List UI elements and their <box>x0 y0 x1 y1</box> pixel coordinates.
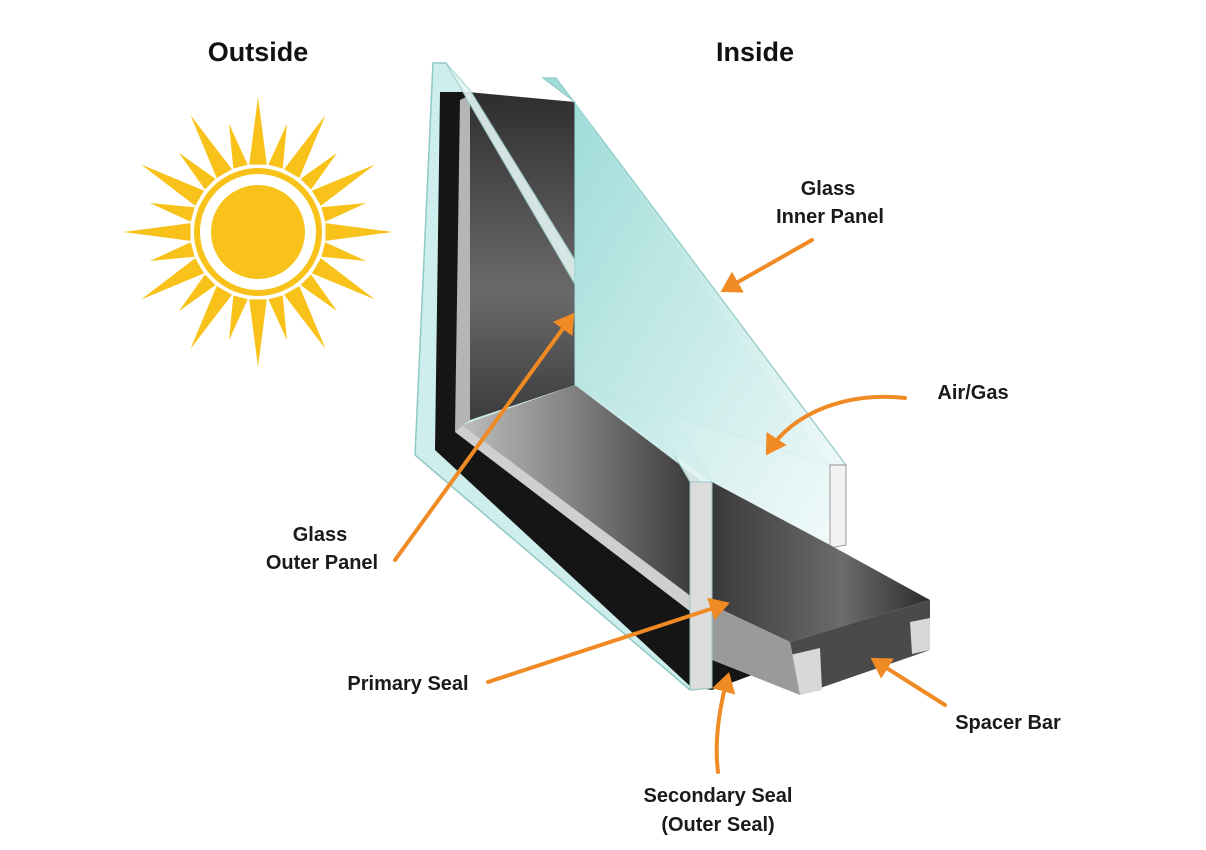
spacer-wall-edge <box>455 95 470 432</box>
spacer-floor <box>462 385 712 620</box>
sun-ray <box>149 203 195 222</box>
spacer-wall <box>462 92 575 425</box>
sun-ray <box>300 152 338 190</box>
spacer-bar-top <box>712 482 930 642</box>
sun-ray <box>325 223 393 241</box>
label-glass-outer-2: Outer Panel <box>266 552 378 574</box>
spacer-floor-edge <box>455 425 712 628</box>
label-glass-inner-2: Inner Panel <box>776 206 884 228</box>
sun-ray <box>190 285 232 349</box>
label-primary-seal: Primary Seal <box>347 673 468 695</box>
spacer-bar-end <box>790 600 930 695</box>
arrow-secondary-seal <box>712 672 736 774</box>
glass-outer-front-edge <box>689 481 713 691</box>
sun-ray <box>190 115 232 179</box>
inside-title: Inside <box>716 37 794 67</box>
label-spacer-bar: Spacer Bar <box>955 712 1061 734</box>
sun-ray <box>178 274 216 312</box>
sun-ray <box>229 123 248 169</box>
sun-ray <box>178 152 216 190</box>
sun-ray <box>249 97 267 165</box>
arrow-glass-inner <box>720 238 814 293</box>
label-glass-outer-1: Glass <box>293 524 347 546</box>
sun-ray <box>249 299 267 367</box>
arrow-primary-seal <box>486 597 730 684</box>
sun-icon <box>123 97 393 367</box>
sun-ray <box>284 285 326 349</box>
sun-ray <box>311 258 375 300</box>
label-secondary-seal-1: Secondary Seal <box>644 785 793 807</box>
label-air-gas: Air/Gas <box>937 382 1008 404</box>
sun-ray <box>300 274 338 312</box>
spacer-bar-foot-left <box>790 648 822 695</box>
sun-ray <box>311 164 375 206</box>
spacer-bar-foot-right <box>910 618 930 654</box>
sun-ray <box>229 295 248 341</box>
spacer-bar-side <box>712 605 800 695</box>
sun-ray <box>268 295 287 341</box>
sun-ray <box>141 258 205 300</box>
sun-ray <box>141 164 205 206</box>
sun-ray <box>268 123 287 169</box>
label-secondary-seal-2: (Outer Seal) <box>661 814 774 836</box>
sun-ray <box>284 115 326 179</box>
arrow-spacer-bar <box>870 657 947 707</box>
sun-ray <box>123 223 191 241</box>
arrow-glass-outer <box>393 312 575 562</box>
label-glass-inner-1: Glass <box>801 178 855 200</box>
glass-inner-side <box>829 464 847 549</box>
sun-ray <box>321 203 367 222</box>
outside-title: Outside <box>208 37 309 67</box>
sun-ray <box>321 242 367 261</box>
sun-ray <box>149 242 195 261</box>
arrow-air-gas <box>765 394 907 456</box>
